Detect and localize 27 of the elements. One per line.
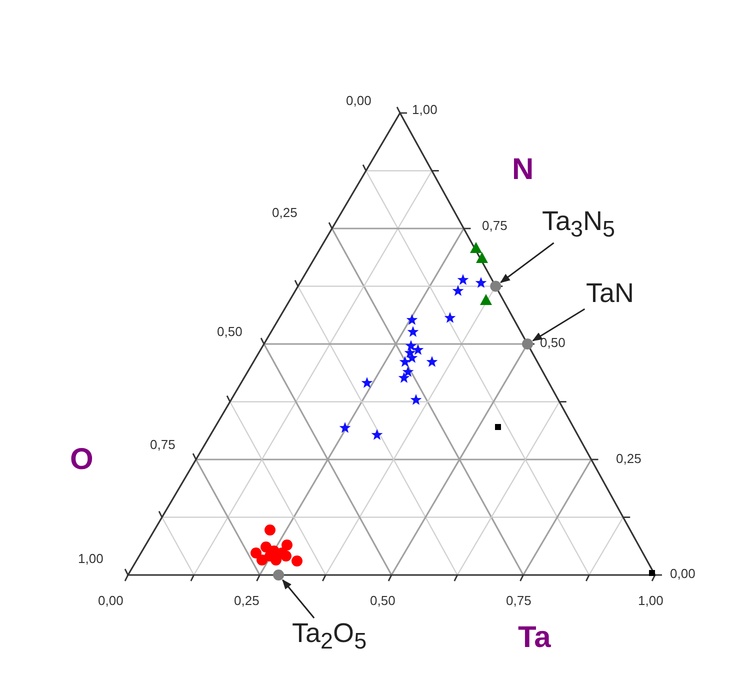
- axis-title: O: [70, 445, 94, 475]
- tick-label: 0,50: [370, 594, 396, 607]
- leader-line: [532, 308, 586, 342]
- tick-label: 0,00: [346, 94, 372, 107]
- leader-line: [282, 579, 315, 618]
- tick-label: 0,25: [272, 206, 298, 219]
- tick-label: 0,75: [482, 219, 508, 232]
- tick-label: 0,00: [98, 594, 124, 607]
- tick-label: 0,50: [217, 325, 242, 338]
- tick-label: 0,75: [150, 438, 176, 451]
- data-point: [273, 570, 284, 580]
- tick-label: 1,00: [412, 103, 438, 116]
- tick-label: 0,25: [616, 452, 642, 465]
- tick-label: 1,00: [78, 552, 104, 565]
- data-point: [522, 338, 533, 350]
- tick-label: 0,50: [540, 336, 566, 349]
- compound-label: TaN: [586, 280, 634, 307]
- axis-title: Ta: [518, 623, 551, 653]
- tick-label: 0,75: [506, 594, 532, 607]
- tick-label: 1,00: [638, 594, 664, 607]
- compound-label: Ta$_{2}$O$_{5}$: [292, 620, 367, 653]
- axis-title: N: [512, 155, 534, 185]
- leader-line: [500, 242, 554, 283]
- tick-label: 0,25: [234, 594, 260, 607]
- data-point: [490, 280, 502, 292]
- compound-label: Ta$_{3}$N$_{5}$: [542, 208, 616, 241]
- tick-label: 0,00: [670, 567, 696, 580]
